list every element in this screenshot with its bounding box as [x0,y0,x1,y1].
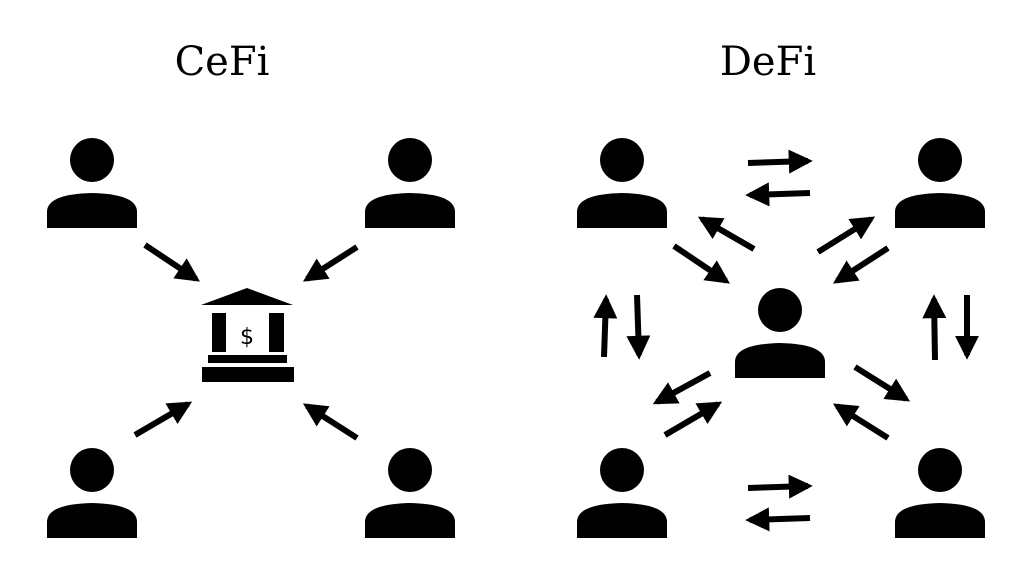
user-icon-bottom-right [365,448,455,538]
arrow-icon [143,242,200,282]
arrow-icon [626,294,651,360]
user-icon-bottom-left [47,448,137,538]
arrow-icon [672,243,730,284]
arrow-icon [697,216,756,252]
cefi-section: $ [47,138,455,538]
arrow-icon [133,401,193,438]
user-icon-top-left [47,138,137,228]
arrow-icon [745,507,811,532]
arrow-icon [663,401,723,438]
user-icon-center [735,288,825,378]
arrow-icon [816,216,876,255]
user-icon-bottom-left [577,448,667,538]
dollar-sign: $ [240,325,254,350]
arrow-icon [747,474,813,499]
user-icon-bottom-right [895,448,985,538]
user-icon-top-left [577,138,667,228]
arrow-icon [922,294,947,361]
defi-section [577,138,985,538]
arrow-icon [747,149,813,174]
user-icon-top-right [365,138,455,228]
bank-icon: $ [201,288,294,382]
arrow-icon [302,403,359,441]
arrow-icon [832,245,890,284]
arrow-icon [652,370,712,405]
defi-title: DeFi [720,39,816,85]
arrow-icon [853,364,911,402]
arrow-icon [593,294,618,358]
arrow-icon [302,244,359,282]
arrow-icon [745,182,811,207]
cefi-title: CeFi [175,39,270,85]
user-icon-top-right [895,138,985,228]
arrow-icon [832,403,890,441]
